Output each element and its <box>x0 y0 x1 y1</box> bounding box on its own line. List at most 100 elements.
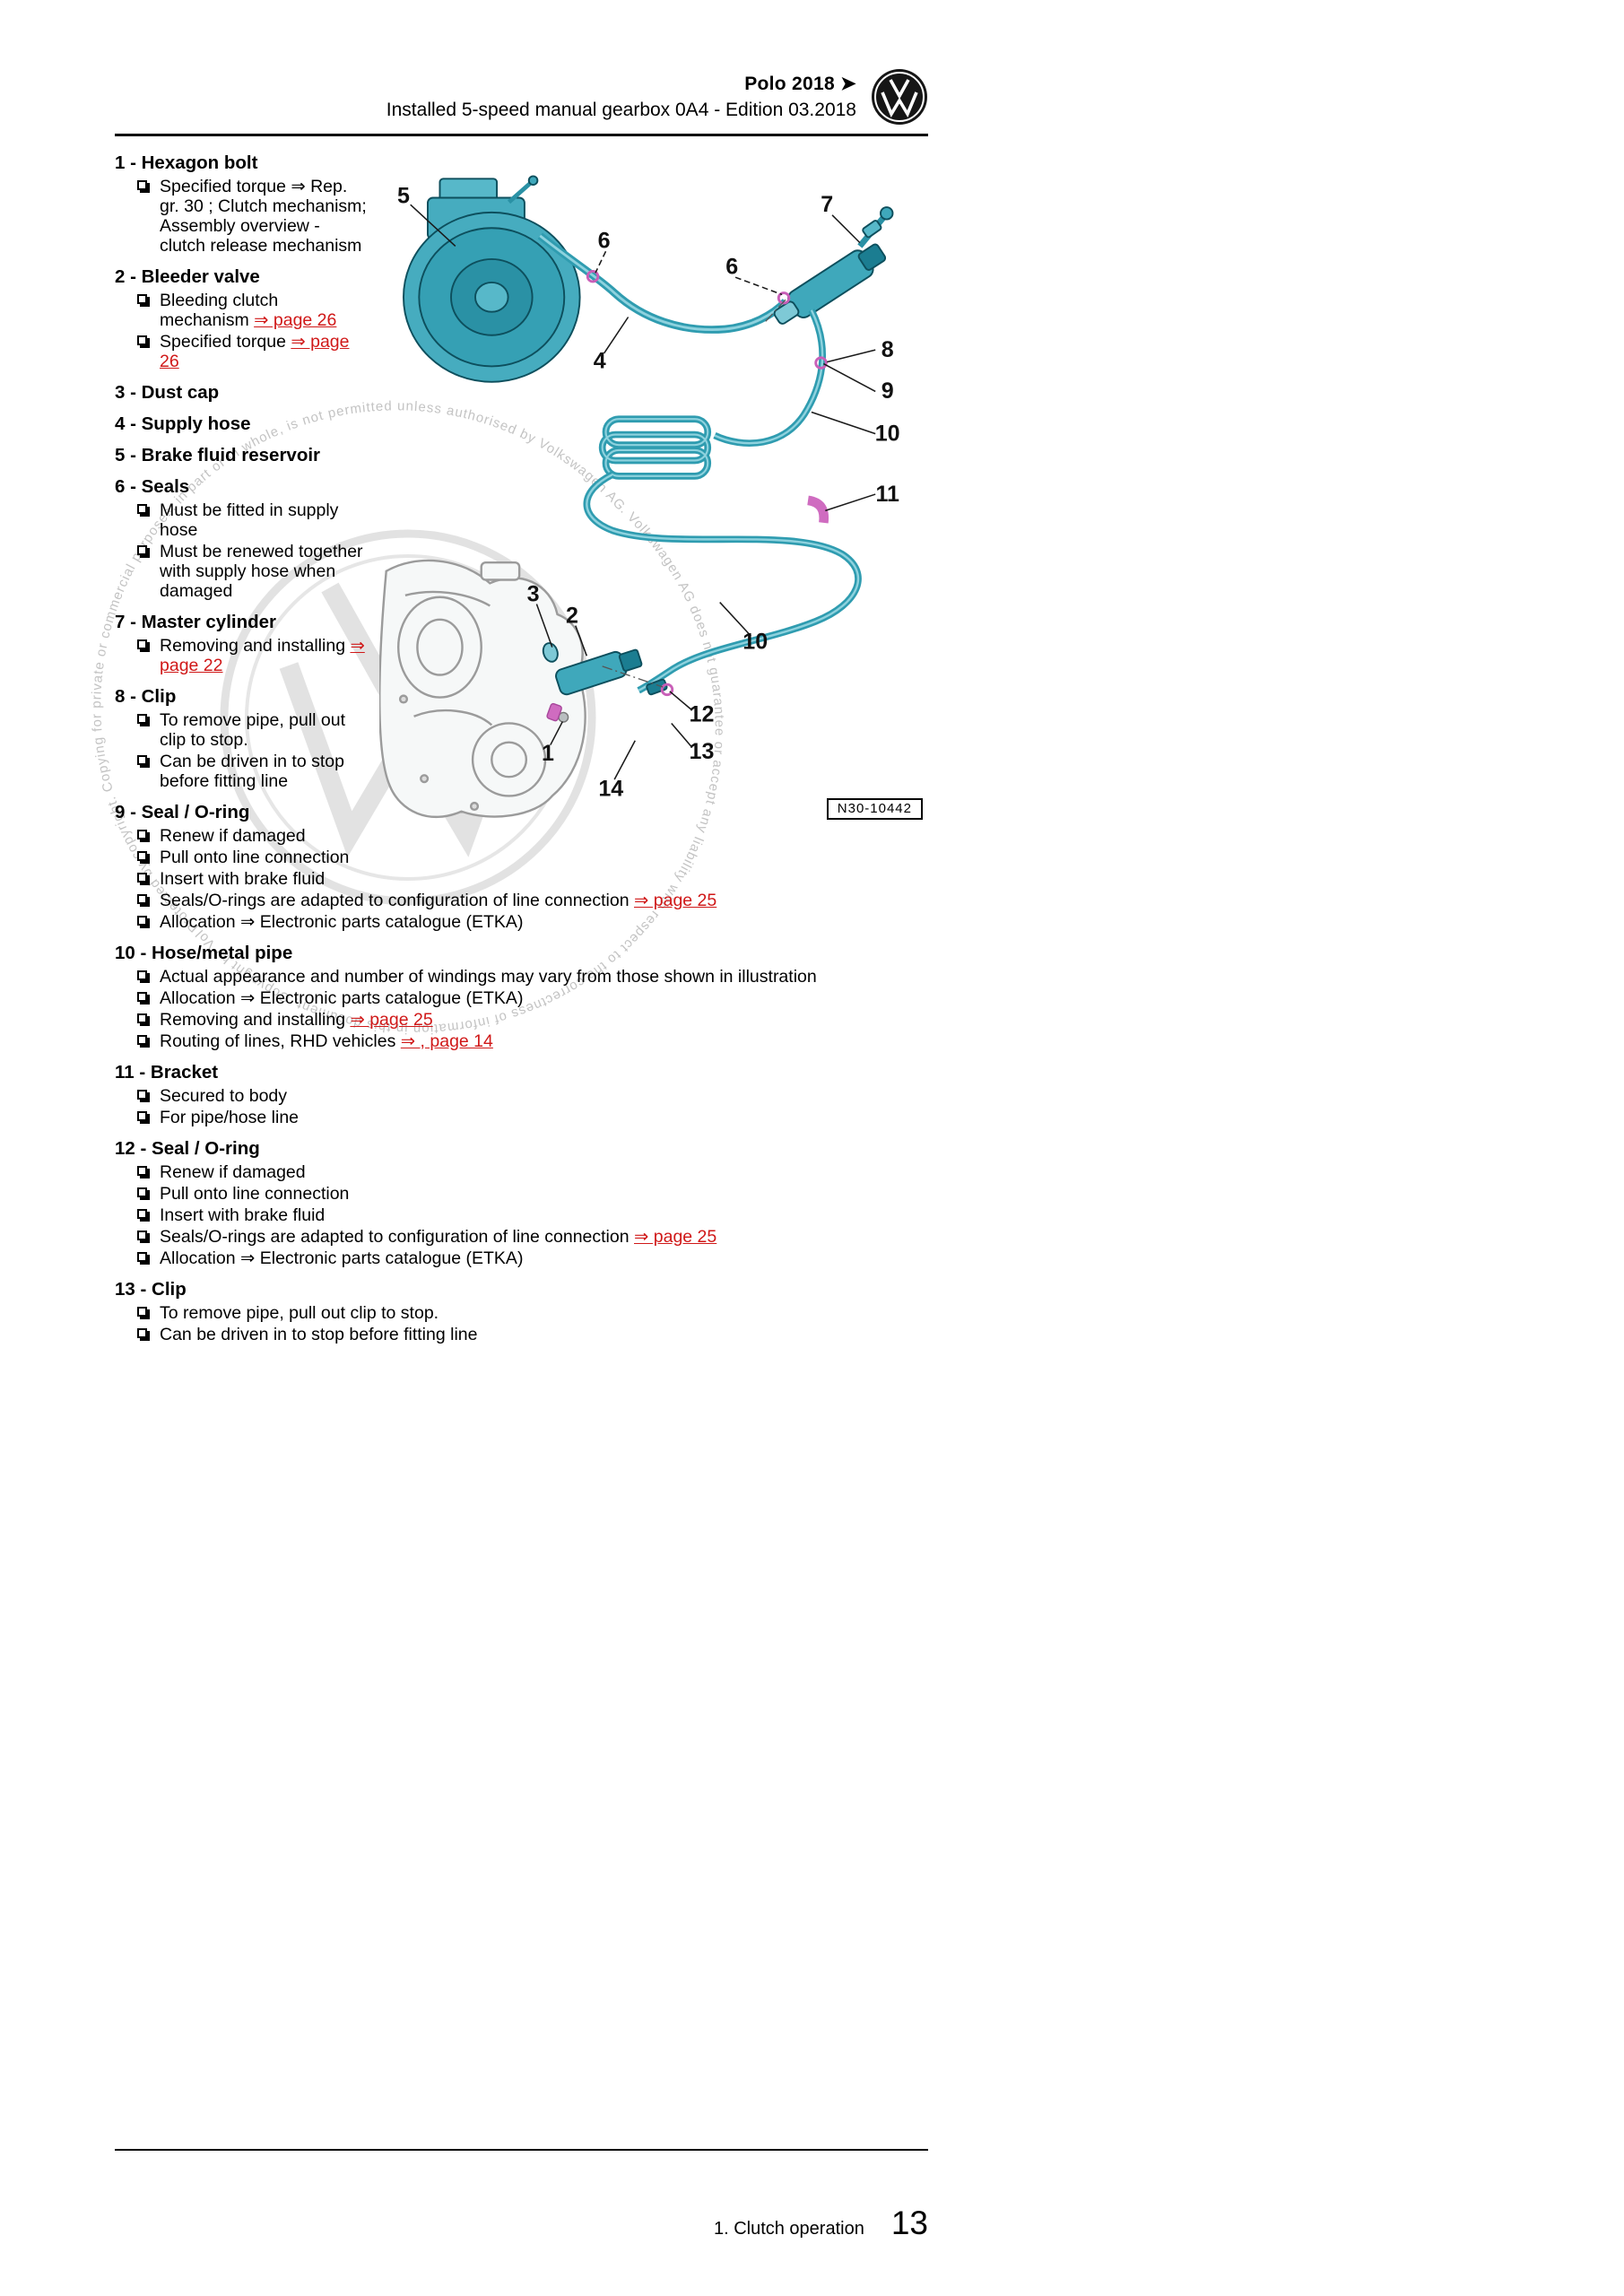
note-text: Allocation ⇒ Electronic parts catalogue … <box>160 1248 524 1268</box>
part-note: Removing and installing ⇒ page 22 <box>137 636 370 675</box>
hydraulic-pipe <box>713 309 826 447</box>
callout-4: 4 <box>594 348 606 373</box>
note-text: Allocation ⇒ Electronic parts catalogue … <box>160 988 524 1008</box>
note-text: Bleeding clutch mechanism ⇒ page 26 <box>160 291 337 330</box>
note-text: Removing and installing ⇒ page 22 <box>160 636 365 675</box>
checkbox-icon <box>137 504 147 514</box>
page-link[interactable]: ⇒ page 25 <box>634 891 717 910</box>
part-heading: 5 - Brake fluid reservoir <box>115 445 321 465</box>
part-note: Routing of lines, RHD vehicles ⇒ , page … <box>137 1031 928 1051</box>
callout-2: 2 <box>566 604 578 629</box>
part-heading: 8 - Clip <box>115 686 177 707</box>
part-note: Allocation ⇒ Electronic parts catalogue … <box>137 912 928 932</box>
page-link[interactable]: ⇒ page 26 <box>254 310 337 330</box>
vw-logo <box>872 69 927 125</box>
seal-rings <box>586 269 828 697</box>
part-note: Pull onto line connection <box>137 1184 928 1204</box>
part-note: Pull onto line connection <box>137 848 370 867</box>
callout-6a: 6 <box>598 228 611 253</box>
checkbox-icon <box>137 1307 147 1317</box>
checkbox-icon <box>137 1231 147 1240</box>
hose-to-slave-cylinder <box>583 471 862 694</box>
checkbox-icon <box>137 335 147 345</box>
note-text: For pipe/hose line <box>160 1108 300 1127</box>
checkbox-icon <box>137 1187 147 1197</box>
part-heading: 10 - Hose/metal pipe <box>115 943 293 963</box>
checkbox-icon <box>137 1013 147 1023</box>
brake-booster <box>403 175 581 383</box>
part-note: To remove pipe, pull out clip to stop. <box>137 710 370 750</box>
part-note: Removing and installing ⇒ page 25 <box>137 1010 928 1030</box>
page-link[interactable]: ⇒ page 26 <box>160 332 350 371</box>
checkbox-icon <box>137 1209 147 1219</box>
page-link[interactable]: ⇒ , page 14 <box>400 1031 493 1051</box>
note-text: Specified torque ⇒ Rep. gr. 30 ; Clutch … <box>160 177 367 256</box>
part-heading: 3 - Dust cap <box>115 382 220 403</box>
checkbox-icon <box>137 755 147 765</box>
page-link[interactable]: ⇒ page 25 <box>634 1227 717 1247</box>
coiled-hose-highlight <box>601 418 709 477</box>
checkbox-icon <box>137 1090 147 1100</box>
callout-10a: 10 <box>875 421 900 446</box>
part-note: Actual appearance and number of windings… <box>137 967 928 987</box>
page-title: Installed 5-speed manual gearbox 0A4 - E… <box>386 100 856 120</box>
part-note: Insert with brake fluid <box>137 869 928 889</box>
note-text: Renew if damaged <box>160 1162 306 1182</box>
part-heading: 13 - Clip <box>115 1279 187 1300</box>
checkbox-icon <box>137 1166 147 1176</box>
callout-5: 5 <box>397 183 410 208</box>
main-content: 5 6 6 7 8 9 10 11 4 3 2 10 12 13 <box>115 151 928 1346</box>
part-item-5: 5 - Brake fluid reservoir <box>115 445 928 465</box>
header-rule <box>115 134 928 136</box>
checkbox-icon <box>137 180 147 190</box>
checkbox-icon <box>137 294 147 304</box>
note-text: Must be renewed together with supply hos… <box>160 542 363 601</box>
figure-ref-label: N30-10442 <box>826 798 923 820</box>
gearbox-drawing <box>378 559 586 819</box>
part-note: Seals/O-rings are adapted to configurati… <box>137 891 928 910</box>
note-text: To remove pipe, pull out clip to stop. <box>160 710 346 750</box>
note-text: Seals/O-rings are adapted to configurati… <box>160 891 717 910</box>
note-text: Pull onto line connection <box>160 848 350 867</box>
page-link[interactable]: ⇒ page 25 <box>350 1010 433 1030</box>
checkbox-icon <box>137 1035 147 1045</box>
part-note: Can be driven in to stop before fitting … <box>137 752 370 791</box>
master-cylinder <box>773 206 894 325</box>
callout-10b: 10 <box>743 630 768 655</box>
part-heading: 4 - Supply hose <box>115 413 251 434</box>
page-header: Polo 2018 ➤ Installed 5-speed manual gea… <box>115 68 928 136</box>
clutch-system-figure: 5 6 6 7 8 9 10 11 4 3 2 10 12 13 <box>378 151 928 841</box>
part-heading: 6 - Seals <box>115 476 190 497</box>
coiled-hose <box>598 415 712 480</box>
note-text: Can be driven in to stop before fitting … <box>160 1325 478 1344</box>
note-text: Allocation ⇒ Electronic parts catalogue … <box>160 912 524 932</box>
part-note: Renew if damaged <box>137 826 370 846</box>
note-text: Renew if damaged <box>160 826 306 846</box>
callout-11: 11 <box>875 482 899 507</box>
part-note: Specified torque ⇒ page 26 <box>137 332 370 371</box>
note-text: Must be fitted in supply hose <box>160 500 339 540</box>
callout-1: 1 <box>542 741 554 766</box>
callout-6b: 6 <box>725 254 738 279</box>
part-note: Seals/O-rings are adapted to configurati… <box>137 1227 928 1247</box>
part-heading: 1 - Hexagon bolt <box>115 152 258 173</box>
part-note: Specified torque ⇒ Rep. gr. 30 ; Clutch … <box>137 177 370 256</box>
part-note: To remove pipe, pull out clip to stop. <box>137 1303 928 1323</box>
checkbox-icon <box>137 639 147 649</box>
callout-9: 9 <box>881 378 894 404</box>
page-content: Polo 2018 ➤ Installed 5-speed manual gea… <box>115 68 928 1346</box>
callout-13: 13 <box>690 739 715 764</box>
checkbox-icon <box>137 916 147 926</box>
model-designation: Polo 2018 ➤ <box>744 74 856 94</box>
callout-8: 8 <box>881 337 894 362</box>
part-note: For pipe/hose line <box>137 1108 928 1127</box>
part-note: Allocation ⇒ Electronic parts catalogue … <box>137 1248 928 1268</box>
checkbox-icon <box>137 830 147 839</box>
part-heading: 11 - Bracket <box>115 1062 219 1083</box>
part-item-3: 3 - Dust cap <box>115 382 928 403</box>
page-number: 13 <box>890 2205 928 2241</box>
